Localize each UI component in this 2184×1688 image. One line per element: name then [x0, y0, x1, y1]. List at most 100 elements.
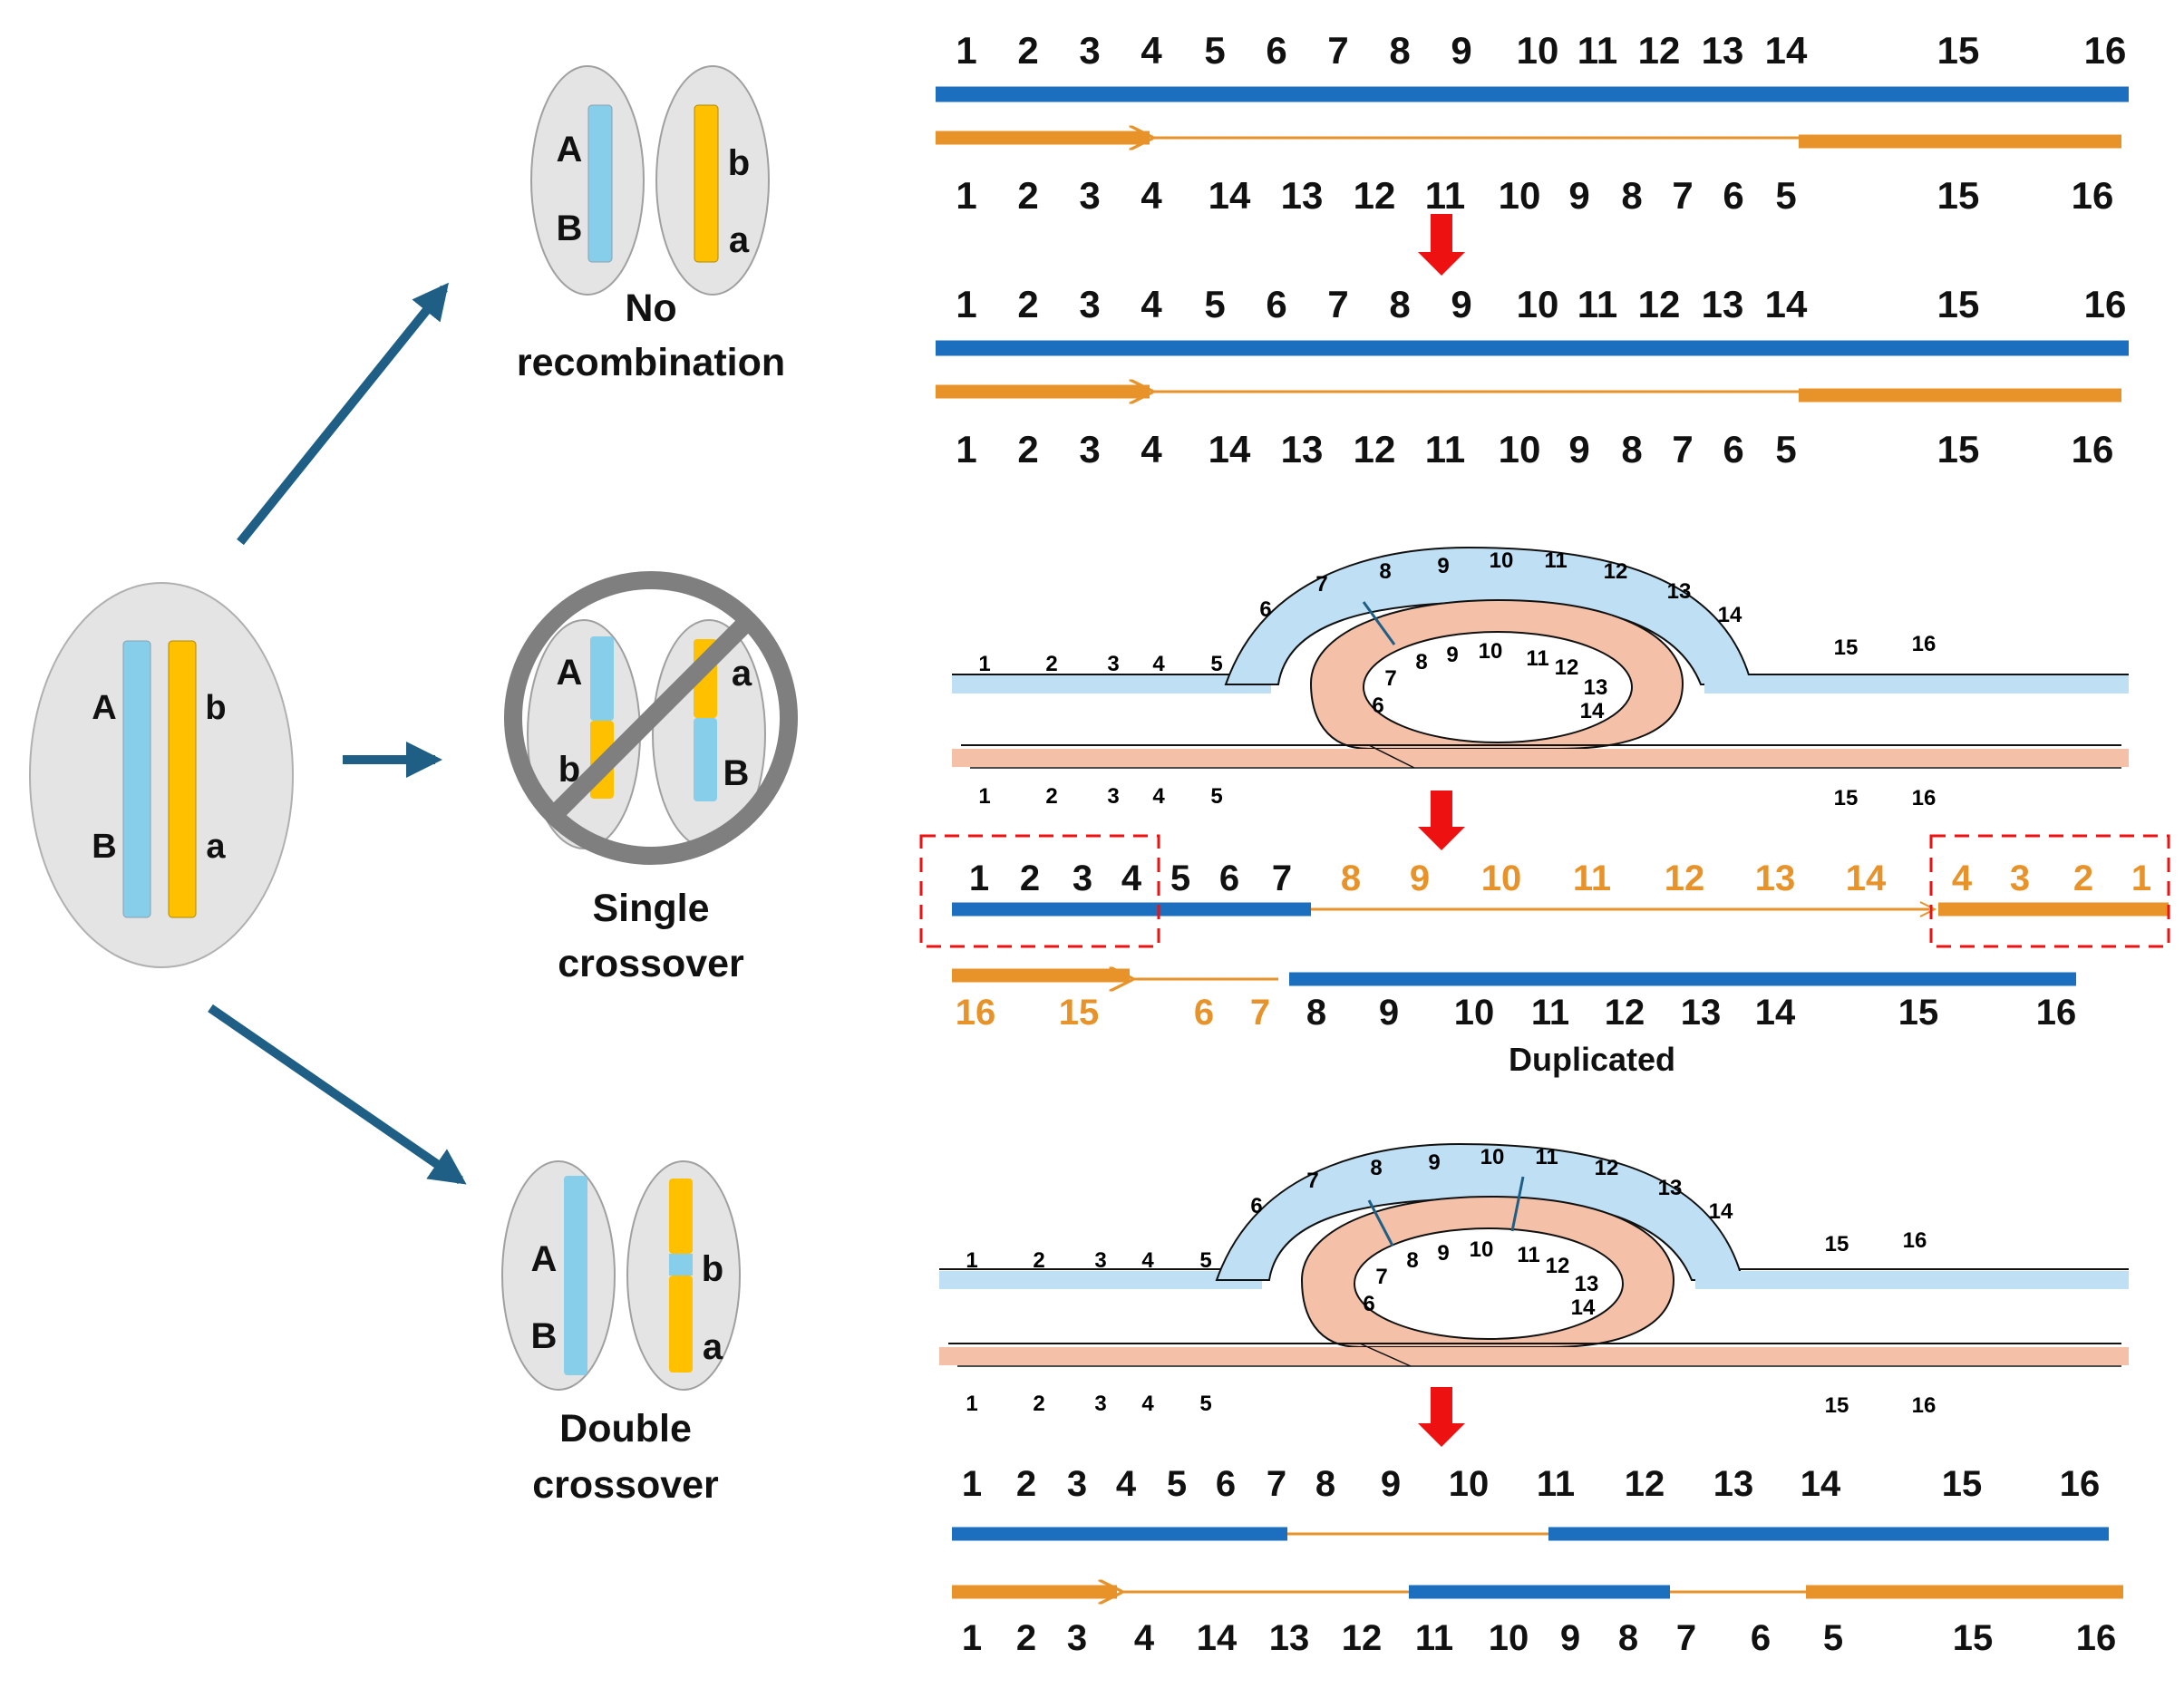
gene-number: 4: [1141, 428, 1162, 471]
loop-inner-number: 6: [1372, 694, 1383, 718]
allele-B: B: [531, 1316, 558, 1356]
allele-A: A: [531, 1239, 558, 1279]
gene-number: 4: [1141, 283, 1162, 325]
loop-inner-number: 9: [1446, 643, 1458, 667]
gene-number: 3: [1079, 174, 1100, 217]
gene-number: 8: [1389, 283, 1410, 325]
gene-number: 3: [1079, 29, 1100, 72]
loop-inner-number: 14: [1580, 699, 1605, 723]
gene-number: 9: [1560, 1618, 1580, 1658]
loop-inner-number: 13: [1584, 675, 1608, 700]
loop-gene-number: 1: [966, 1248, 977, 1273]
loop-inner-number: 7: [1375, 1265, 1387, 1289]
loop-inner-number: 9: [1437, 1241, 1449, 1266]
gene-number: 13: [1702, 29, 1744, 72]
parent-allele-a: a: [206, 828, 226, 866]
gene-number: 5: [1775, 174, 1796, 217]
gene-number: 15: [1937, 29, 1980, 72]
gene-number: 8: [1341, 859, 1361, 898]
gene-number: 1: [969, 859, 989, 898]
gene-number: 11: [1577, 29, 1617, 72]
gene-number: 7: [1267, 1464, 1286, 1504]
gene-number: 12: [1354, 174, 1396, 217]
allele-a: a: [703, 1327, 723, 1367]
gene-number: 3: [1067, 1464, 1087, 1504]
gene-number: 15: [1898, 993, 1939, 1033]
label-no: No: [625, 286, 676, 330]
inversion-loop: [952, 546, 2129, 769]
gene-number: 11: [1415, 1618, 1453, 1658]
gene-number: 16: [2072, 428, 2114, 471]
gene-number: 12: [1625, 1464, 1665, 1504]
allele-b: b: [702, 1249, 723, 1289]
gene-number: 12: [1665, 859, 1705, 898]
loop-below-number: 1: [966, 1392, 977, 1416]
loop-below-number: 16: [1912, 786, 1936, 810]
gene-number: 10: [1499, 428, 1541, 471]
loop-gene-number: 14: [1718, 603, 1742, 627]
loop-gene-number: 4: [1141, 1248, 1154, 1273]
gene-number: 16: [956, 993, 996, 1033]
gene-number: 7: [1250, 993, 1270, 1033]
gene-number: 15: [1953, 1618, 1994, 1658]
gene-number: 11: [1573, 859, 1611, 898]
gene-number: 1: [962, 1464, 982, 1504]
loop-gene-number: 7: [1315, 572, 1327, 597]
loop-inner-number: 11: [1517, 1243, 1539, 1267]
loop-below-number: 1: [978, 784, 990, 809]
loop-gene-number: 7: [1306, 1169, 1318, 1193]
label-recombination: recombination: [517, 341, 785, 384]
gene-number: 13: [1281, 428, 1324, 471]
gene-number: 13: [1269, 1618, 1310, 1658]
gene-number: 4: [1141, 174, 1162, 217]
loop-inner-number: 11: [1526, 646, 1548, 671]
outcome-arrows: [208, 282, 467, 1185]
gene-number: 15: [1942, 1464, 1983, 1504]
gene-number: 3: [1073, 859, 1092, 898]
red-down-arrow-icon: [1418, 791, 1465, 850]
duplicated-box-left: [919, 834, 1160, 948]
gene-number: 11: [1425, 174, 1465, 217]
loop-gene-number: 8: [1379, 559, 1391, 584]
loop-gene-number: 13: [1667, 579, 1692, 604]
panel-no-recombination: [936, 86, 2129, 395]
gene-number: 7: [1272, 859, 1292, 898]
gene-number: 14: [1755, 993, 1796, 1033]
gene-number: 3: [1079, 283, 1100, 325]
gene-number: 5: [1167, 1464, 1187, 1504]
gene-number: 5: [1204, 29, 1225, 72]
gene-number: 8: [1621, 428, 1642, 471]
gene-number: 9: [1381, 1464, 1401, 1504]
gene-number: 14: [1208, 174, 1251, 217]
loop-inner-number: 7: [1384, 666, 1396, 691]
gene-number: 9: [1379, 993, 1399, 1033]
arrow-down-icon: [208, 1004, 467, 1185]
gene-number: 5: [1170, 859, 1190, 898]
gene-number: 6: [1751, 1618, 1771, 1658]
loop-inner-number: 10: [1470, 1237, 1494, 1262]
gene-number: 16: [2036, 993, 2077, 1033]
duplicated-label: Duplicated: [1509, 1041, 1675, 1078]
label-crossover: crossover: [558, 942, 744, 985]
loop-inner-number: 14: [1571, 1295, 1596, 1320]
loop-inner-number: 13: [1575, 1272, 1599, 1296]
loop-gene-number: 10: [1490, 548, 1514, 573]
gene-number: 2: [1017, 428, 1038, 471]
loop-gene-number: 9: [1428, 1150, 1440, 1175]
gene-number: 2: [2073, 859, 2093, 898]
gene-number: 16: [2076, 1618, 2117, 1658]
loop-below-number: 2: [1045, 784, 1057, 809]
loop-below-number: 15: [1825, 1393, 1849, 1418]
gene-number: 12: [1342, 1618, 1383, 1658]
gene-number: 6: [1216, 1464, 1236, 1504]
gene-number: 2: [1017, 174, 1038, 217]
gene-number: 4: [1952, 859, 1973, 898]
gene-number: 12: [1354, 428, 1396, 471]
gene-number: 14: [1765, 29, 1808, 72]
loop-gene-number: 11: [1535, 1145, 1558, 1169]
gene-number: 9: [1451, 283, 1471, 325]
no-recombination-gametes: A B b a No recombination: [517, 65, 785, 384]
gene-number: 6: [1266, 283, 1286, 325]
gene-number: 1: [962, 1618, 982, 1658]
